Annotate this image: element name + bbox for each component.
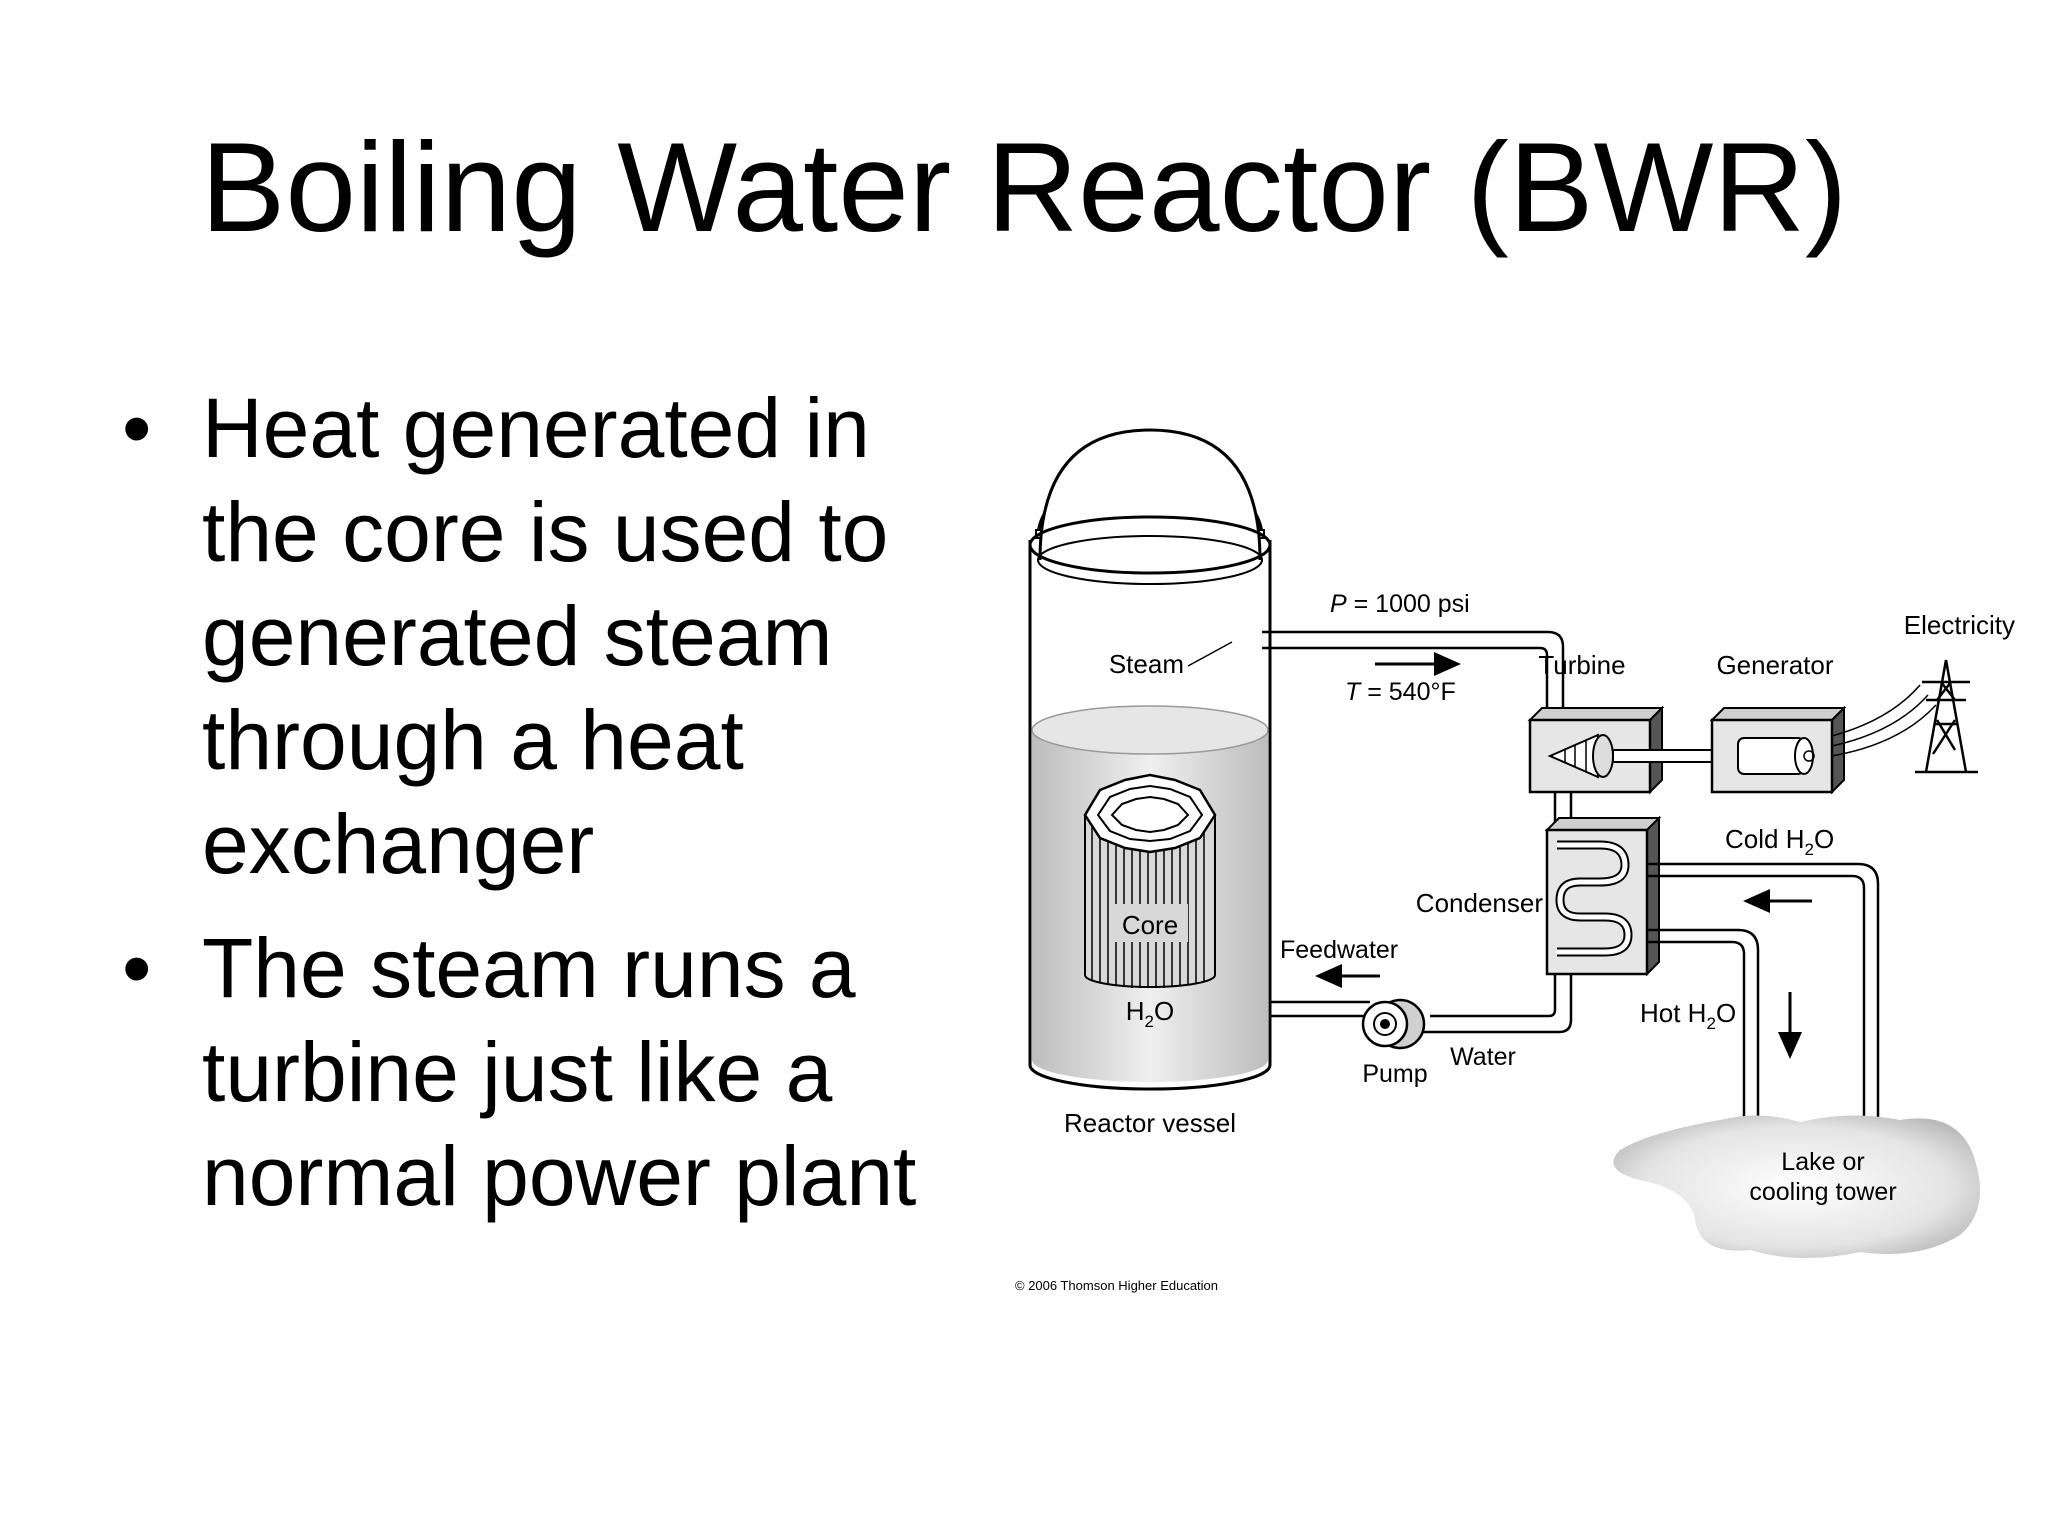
pump-label: Pump bbox=[1362, 1060, 1427, 1088]
reactor-vessel bbox=[1028, 428, 1272, 1091]
slide-title: Boiling Water Reactor (BWR) bbox=[200, 116, 1848, 258]
steam-pipe bbox=[1262, 630, 1565, 720]
generator bbox=[1709, 705, 1847, 795]
bullet-item: • Heat generated in the core is used to … bbox=[122, 376, 982, 896]
electricity-label: Electricity bbox=[1904, 610, 2015, 640]
lake-label-line2: cooling tower bbox=[1749, 1178, 1896, 1206]
lake-or-cooling-tower bbox=[1613, 1115, 1980, 1259]
feedwater-pipe bbox=[1270, 974, 1573, 1034]
cooling-loop bbox=[1647, 862, 1880, 1148]
transmission-tower-icon bbox=[1915, 659, 1978, 774]
lake-label-line1: Lake or bbox=[1781, 1148, 1864, 1176]
condenser-label: Condenser bbox=[1416, 888, 1544, 918]
feedwater-label: Feedwater bbox=[1280, 936, 1398, 964]
generator-label: Generator bbox=[1716, 650, 1833, 680]
bullet-item: • The steam runs a turbine just like a n… bbox=[122, 916, 982, 1228]
reactor-core bbox=[1083, 773, 1217, 988]
water-label: Water bbox=[1450, 1043, 1516, 1071]
turbine-label: Turbine bbox=[1538, 650, 1625, 680]
pressure-label: P = 1000 psi bbox=[1330, 590, 1470, 618]
steam-label: Steam bbox=[1109, 649, 1184, 679]
copyright-notice: © 2006 Thomson Higher Education bbox=[1015, 1278, 1218, 1293]
bullet-text: The steam runs a turbine just like a nor… bbox=[202, 921, 917, 1223]
bwr-diagram: Core H2O Reactor vessel Steam P = 1000 p… bbox=[1015, 428, 2015, 1293]
condenser bbox=[1544, 815, 1662, 977]
bullet-dot-icon: • bbox=[122, 921, 152, 1015]
hot-h2o-label: Hot H2O bbox=[1640, 998, 1736, 1033]
bullet-list: • Heat generated in the core is used to … bbox=[122, 376, 982, 1248]
cold-h2o-label: Cold H2O bbox=[1725, 824, 1834, 859]
turbine-shaft bbox=[1612, 749, 1724, 763]
bullet-text: Heat generated in the core is used to ge… bbox=[202, 381, 889, 891]
vessel-h2o-label: H2O bbox=[1126, 996, 1174, 1031]
core-label: Core bbox=[1122, 910, 1178, 940]
bullet-dot-icon: • bbox=[122, 381, 152, 475]
reactor-vessel-label: Reactor vessel bbox=[1064, 1108, 1236, 1138]
pump-icon bbox=[1361, 998, 1426, 1050]
power-line bbox=[1831, 684, 1937, 757]
temperature-label: T = 540°F bbox=[1345, 678, 1456, 706]
